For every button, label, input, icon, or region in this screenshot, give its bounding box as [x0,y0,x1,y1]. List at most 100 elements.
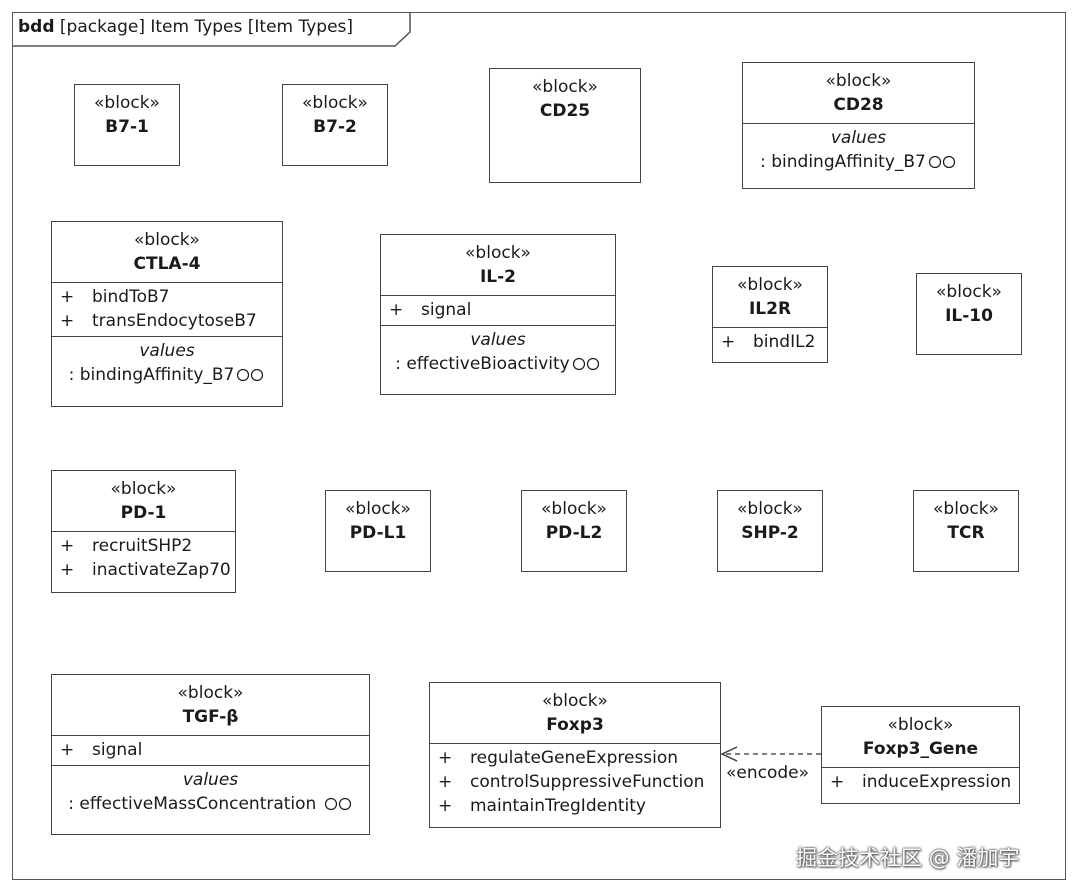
visibility-marker: + [438,772,453,792]
operations-compartment: +signal [381,295,615,325]
operation-name: induceExpression [862,772,1012,792]
operation[interactable]: +bindIL2 [719,330,821,354]
block-name: B7-1 [105,117,149,137]
block-name: CTLA-4 [133,254,201,274]
value-text: : bindingAffinity_B7 [760,152,926,172]
operation-name: maintainTregIdentity [470,796,646,816]
values-compartment-title: values [182,770,239,790]
operations-compartment: + regulateGeneExpression +controlSuppress… [430,743,720,821]
block-b7-1[interactable]: «block» B7-1 [74,84,180,166]
block-pd-l1[interactable]: «block»PD-L1 [325,490,431,572]
value-text: : effectiveMassConcentration [68,794,322,814]
block-cd25[interactable]: «block» CD25 [489,68,641,183]
operation[interactable]: +signal [387,298,609,322]
values-compartment-title: values [139,341,195,361]
block-name: IL2R [748,299,792,319]
operation[interactable]: +controlSuppressiveFunction [436,770,714,794]
infinity-icon [324,798,351,810]
visibility-marker: + [60,311,75,331]
block-pd-l2[interactable]: «block» PD-L2 [521,490,627,572]
diagram-frame [12,12,1066,880]
block-stereotype: «block» [887,715,954,735]
block-stereotype: «block» [532,77,598,97]
block-name: CD25 [539,101,591,121]
visibility-marker: + [60,536,75,556]
values-compartment: values : effectiveMassConcentration [52,765,369,819]
block-ctla-4[interactable]: «block» CTLA-4 +bindToB7 +transEndocytose… [51,221,283,407]
block-stereotype: «block» [737,275,803,295]
operation[interactable]: + regulateGeneExpression [436,746,714,770]
operation[interactable]: +bindToB7 [58,285,276,309]
value-property: : bindingAffinity_B7 [749,150,968,174]
values-compartment: values : bindingAffinity_B7 [52,336,282,390]
frame-kind: bdd [18,17,55,37]
block-stereotype: «block» [134,230,200,250]
operation-name: regulateGeneExpression [470,748,679,768]
block-name: PD-L2 [545,523,603,543]
block-il-2[interactable]: «block» IL-2 +signal values : effectiveBi… [380,234,616,395]
block-stereotype: «block» [302,93,368,113]
block-foxp3[interactable]: «block» Foxp3 + regulateGeneExpression +co… [429,682,721,828]
block-cd28[interactable]: «block»CD28 values : bindingAffinity_B7 [742,62,975,189]
values-compartment: values : bindingAffinity_B7 [743,123,974,177]
infinity-icon [572,358,599,370]
block-name: PD-L1 [349,523,407,543]
operation[interactable]: + induceExpression [828,770,1013,794]
block-stereotype: «block» [936,282,1002,302]
operation[interactable]: + maintainTregIdentity [436,794,714,818]
frame-name-tab [12,12,411,47]
block-stereotype: «block» [94,93,160,113]
block-il2r[interactable]: «block» IL2R +bindIL2 [712,266,828,363]
visibility-marker: + [60,740,75,760]
block-tgf-beta[interactable]: «block» TGF-β + signal values : effectiveM… [51,674,370,835]
operations-compartment: + signal [52,735,369,765]
operations-compartment: +bindToB7 +transEndocytoseB7 [52,282,282,336]
infinity-icon [237,369,264,381]
block-stereotype: «block» [825,71,892,91]
operation[interactable]: +transEndocytoseB7 [58,309,276,333]
visibility-marker: + [438,748,453,768]
value-property: : effectiveMassConcentration [58,792,363,816]
block-pd-1[interactable]: «block»PD-1 +recruitSHP2 +inactivateZap7… [51,470,236,593]
block-stereotype: «block» [465,243,531,263]
block-foxp3-gene[interactable]: «block» Foxp3_Gene + induceExpression [821,706,1020,804]
block-stereotype: «block» [933,499,999,519]
values-compartment-title: values [830,128,887,148]
values-compartment-title: values [470,330,526,350]
value-text: : effectiveBioactivity [395,354,570,374]
block-stereotype: «block» [541,499,607,519]
block-name: Foxp3 [546,715,604,735]
operation[interactable]: +recruitSHP2 [58,534,229,558]
watermark: 掘金技术社区 @ 潘加宇 [796,846,1020,870]
block-name: Foxp3_Gene [862,739,979,759]
block-name: TGF-β [182,707,239,727]
block-shp-2[interactable]: «block» SHP-2 [717,490,823,572]
value-text: : bindingAffinity_B7 [68,365,235,385]
block-name: TCR [947,523,985,543]
operation[interactable]: + signal [58,738,363,762]
block-il-10[interactable]: «block»IL-10 [916,273,1022,355]
value-property: : effectiveBioactivity [387,352,609,376]
block-name: SHP-2 [741,523,799,543]
operation-name: signal [92,740,143,760]
block-stereotype: «block» [542,691,608,711]
operation-name: inactivateZap70 [92,560,231,580]
block-b7-2[interactable]: «block»B7-2 [282,84,388,166]
block-name: PD-1 [120,503,167,523]
block-stereotype: «block» [177,683,244,703]
frame-title: bdd [package] Item Types [Item Types] [18,17,353,37]
operations-compartment: +recruitSHP2 +inactivateZap70 [52,531,235,585]
operation-name: bindIL2 [753,332,816,352]
block-tcr[interactable]: «block» TCR [913,490,1019,572]
visibility-marker: + [60,287,75,307]
visibility-marker: + [830,772,845,792]
operations-compartment: + induceExpression [822,767,1019,797]
dependency-label: «encode» [726,763,810,783]
values-compartment: values : effectiveBioactivity [381,325,615,379]
operation[interactable]: +inactivateZap70 [58,558,231,582]
value-property: : bindingAffinity_B7 [58,363,276,387]
block-name: IL-2 [479,267,517,287]
block-stereotype: «block» [737,499,803,519]
visibility-marker: + [438,796,453,816]
visibility-marker: + [389,300,404,320]
